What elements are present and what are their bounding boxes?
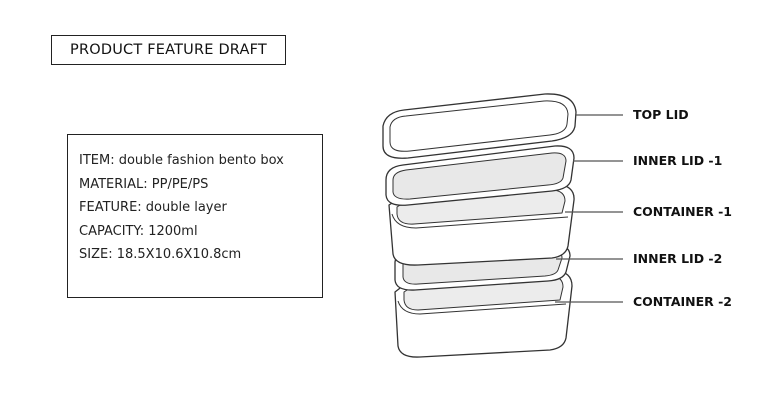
spec-material: MATERIAL: PP/PE/PS xyxy=(79,176,209,192)
label-container-2: CONTAINER -2 xyxy=(633,294,733,309)
spec-capacity: CAPACITY: 1200ml xyxy=(79,223,198,239)
spec-box: ITEM: double fashion bento box MATERIAL:… xyxy=(67,134,323,298)
label-inner-lid-2: INNER LID -2 xyxy=(633,251,723,266)
spec-feature: FEATURE: double layer xyxy=(79,200,227,215)
label-inner-lid-1: INNER LID -1 xyxy=(633,153,723,168)
top-lid-drawing xyxy=(382,93,577,159)
inner-lid-1-drawing xyxy=(385,145,575,206)
draft-title: PRODUCT FEATURE DRAFT xyxy=(51,35,286,65)
container-2-drawing xyxy=(394,269,573,358)
label-top-lid: TOP LID xyxy=(633,107,689,122)
spec-size: SIZE: 18.5X10.6X10.8cm xyxy=(79,247,242,262)
label-container-1: CONTAINER -1 xyxy=(633,204,733,219)
leader-lines xyxy=(555,114,623,303)
spec-item: ITEM: double fashion bento box xyxy=(79,153,284,168)
